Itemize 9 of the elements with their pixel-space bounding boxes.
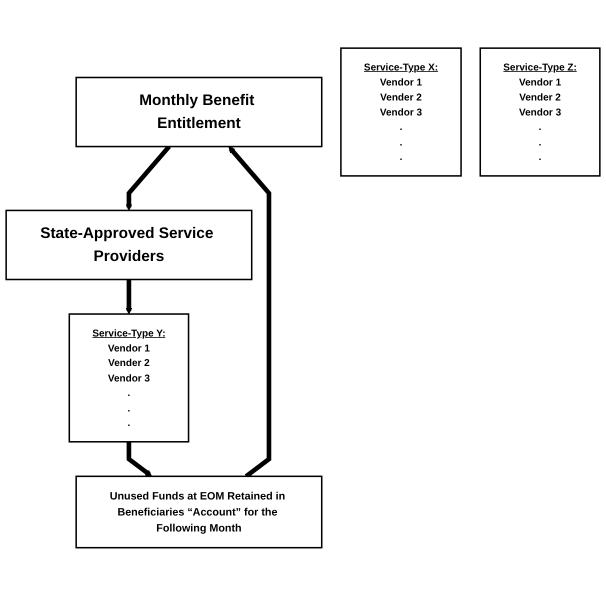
arrow [126, 441, 152, 476]
node-box: Service-Type Z: Vendor 1 Vender 2 Vendor 3 . . . [479, 46, 601, 176]
arrow [126, 279, 132, 314]
arrow [126, 144, 171, 210]
node-box: State-Approved Service Providers [5, 209, 252, 280]
node-box: Service-Type Y: Vendor 1 Vender 2 Vendor 3 . . . [68, 312, 190, 442]
node-box: Monthly Benefit Entitlement [75, 76, 322, 147]
node-box: Unused Funds at EOM Retained in Beneficiaries “Account” for the Following Month [75, 475, 322, 548]
node-box: Service-Type X: Vendor 1 Vender 2 Vendor 3 . . . [340, 46, 462, 176]
